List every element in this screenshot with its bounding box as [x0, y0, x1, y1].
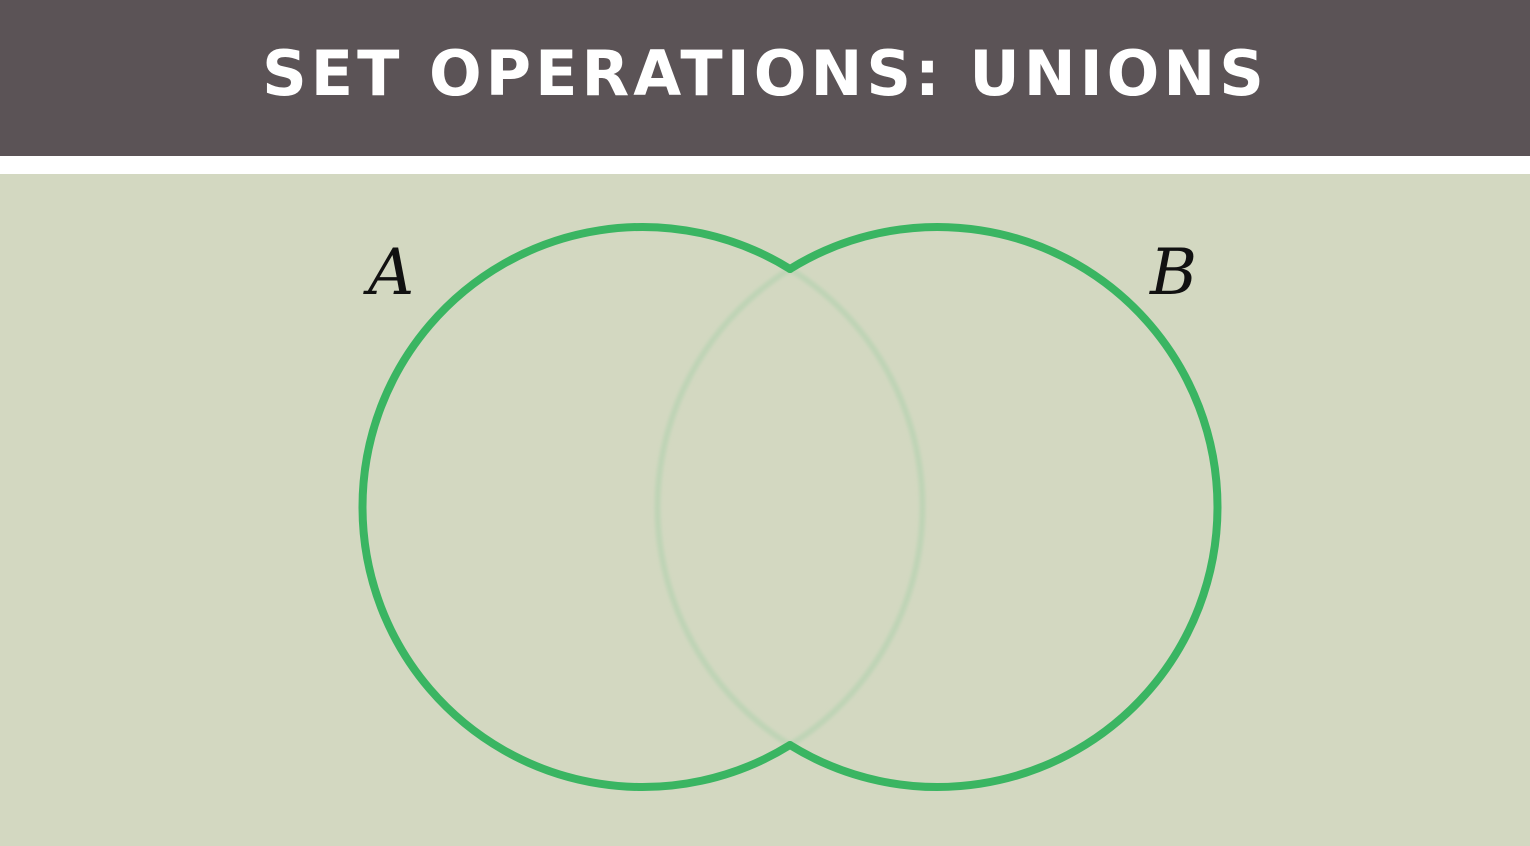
set-b-outline	[786, 223, 1222, 791]
divider	[0, 156, 1530, 174]
set-a-inner-arc	[788, 266, 926, 748]
set-a-outline	[358, 223, 794, 791]
diagram-canvas: A B	[0, 174, 1530, 846]
page-title: SET OPERATIONS: UNIONS	[262, 36, 1268, 110]
set-a-label: A	[363, 236, 414, 310]
set-b-label: B	[1149, 236, 1197, 310]
venn-diagram: A B	[358, 223, 1222, 791]
title-bar: SET OPERATIONS: UNIONS	[0, 0, 1530, 156]
set-b-inner-arc	[654, 266, 792, 748]
